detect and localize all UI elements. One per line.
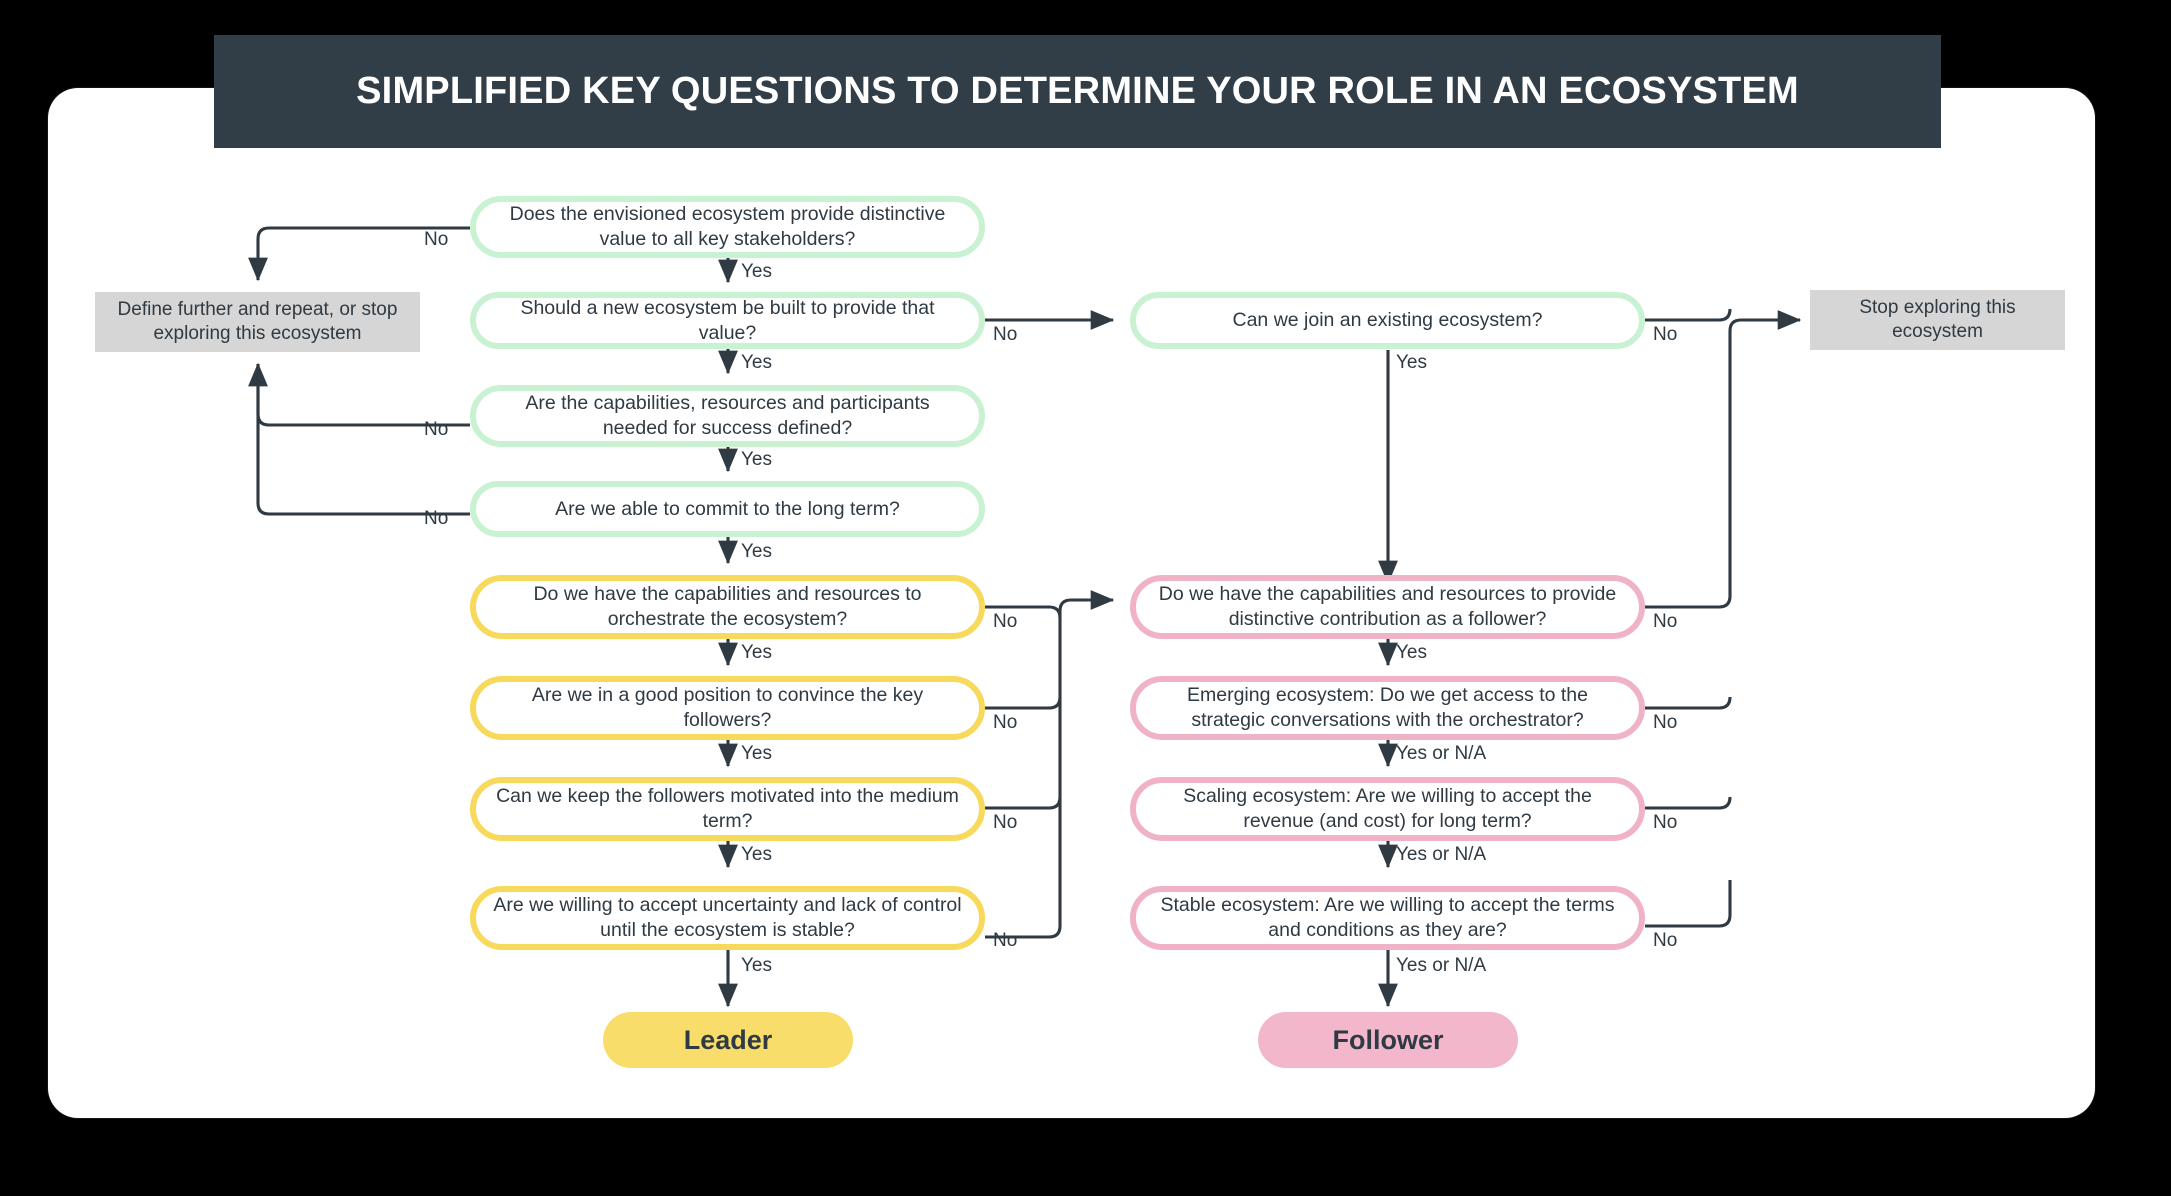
- node-r1[interactable]: Can we join an existing ecosystem?: [1130, 292, 1645, 349]
- node-q1[interactable]: Does the envisioned ecosystem provide di…: [470, 196, 985, 258]
- yellow-no-bus: [985, 605, 1062, 939]
- node-label: Scaling ecosystem: Are we willing to acc…: [1183, 785, 1592, 832]
- node-r2[interactable]: Do we have the capabilities and resource…: [1130, 575, 1645, 639]
- edge-r4-no: [1645, 796, 1732, 810]
- edge-label-q6-no: No: [993, 712, 1018, 733]
- node-label: Do we have the capabilities and resource…: [1158, 583, 1617, 630]
- node-label: Should a new ecosystem be built to provi…: [520, 296, 935, 344]
- edge-label-q7-yes: Yes: [741, 844, 772, 865]
- edge-label-q1-yes: Yes: [741, 261, 772, 282]
- node-follower[interactable]: Follower: [1258, 1012, 1518, 1068]
- edge-label-q4-no: No: [424, 508, 449, 529]
- node-label: Follower: [1332, 1024, 1444, 1055]
- edge-q1-no: [248, 226, 470, 282]
- edge-r5-no: [1645, 880, 1732, 928]
- node-label: Are we in a good position to convince th…: [531, 684, 924, 731]
- node-r3[interactable]: Emerging ecosystem: Do we get access to …: [1130, 676, 1645, 740]
- content-card: [48, 88, 2095, 1118]
- node-label: Stable ecosystem: Are we willing to acce…: [1160, 894, 1615, 941]
- edge-label-q8-yes: Yes: [741, 955, 772, 976]
- edge-q6-no: [985, 696, 1062, 710]
- edge-label-r2-no: No: [1653, 611, 1678, 632]
- pink-no-bus: [1645, 310, 1802, 609]
- edge-label-q3-no: No: [424, 419, 449, 440]
- node-q6[interactable]: Are we in a good position to convince th…: [470, 676, 985, 740]
- node-stop-exploring[interactable]: Stop exploring this ecosystem: [1810, 290, 2065, 350]
- edge-label-r4-no: No: [1653, 812, 1678, 833]
- edge-label-r3-yes: Yes or N/A: [1396, 743, 1487, 764]
- node-label: Can we join an existing ecosystem?: [1232, 309, 1543, 332]
- edge-label-r4-yes: Yes or N/A: [1396, 844, 1487, 865]
- edge-label-r1-yes: Yes: [1396, 352, 1427, 373]
- edge-r3-no: [1645, 696, 1732, 710]
- node-label: Are we able to commit to the long term?: [555, 497, 900, 520]
- node-label: Are the capabilities, resources and part…: [525, 392, 930, 439]
- edge-label-r3-no: No: [1653, 712, 1678, 733]
- node-q4[interactable]: Are we able to commit to the long term?: [470, 481, 985, 537]
- edge-label-q5-no: No: [993, 611, 1018, 632]
- node-label: Are we willing to accept uncertainty and…: [493, 894, 962, 941]
- node-q2[interactable]: Should a new ecosystem be built to provi…: [470, 292, 985, 349]
- edge-label-q5-yes: Yes: [741, 642, 772, 663]
- edge-label-r1-no: No: [1653, 324, 1678, 345]
- node-label: Emerging ecosystem: Do we get access to …: [1186, 684, 1589, 731]
- edge-label-q1-no: No: [424, 229, 449, 250]
- edge-r1-no-stub: [1645, 308, 1732, 322]
- node-label: Leader: [683, 1024, 773, 1055]
- edge-label-q7-no: No: [993, 812, 1018, 833]
- node-leader[interactable]: Leader: [603, 1012, 853, 1068]
- edge-label-q3-yes: Yes: [741, 449, 772, 470]
- node-label: Define further and repeat, or stop explo…: [117, 298, 398, 344]
- node-q3[interactable]: Are the capabilities, resources and part…: [470, 385, 985, 447]
- node-label: Can we keep the followers motivated into…: [496, 785, 959, 832]
- edge-label-q6-yes: Yes: [741, 743, 772, 764]
- edge-label-r5-yes: Yes or N/A: [1396, 955, 1487, 976]
- node-r5[interactable]: Stable ecosystem: Are we willing to acce…: [1130, 886, 1645, 950]
- edge-label-q2-no: No: [993, 324, 1018, 345]
- edge-q3-no: [248, 362, 470, 427]
- title-banner: SIMPLIFIED KEY QUESTIONS TO DETERMINE YO…: [214, 35, 1941, 148]
- edge-q4-no: [256, 364, 470, 516]
- edge-label-q8-no: No: [993, 930, 1018, 951]
- page-title: SIMPLIFIED KEY QUESTIONS TO DETERMINE YO…: [356, 69, 1799, 112]
- node-label: Do we have the capabilities and resource…: [533, 583, 922, 630]
- node-label: Does the envisioned ecosystem provide di…: [509, 203, 946, 250]
- edge-label-r5-no: No: [1653, 930, 1678, 951]
- node-define-further[interactable]: Define further and repeat, or stop explo…: [95, 292, 420, 352]
- node-q7[interactable]: Can we keep the followers motivated into…: [470, 777, 985, 841]
- node-q5[interactable]: Do we have the capabilities and resource…: [470, 575, 985, 639]
- yellow-bus-to-r2: [1058, 590, 1115, 618]
- edge-label-q4-yes: Yes: [741, 541, 772, 562]
- edge-label-q2-yes: Yes: [741, 352, 772, 373]
- edge-q7-no: [985, 796, 1062, 810]
- node-q8[interactable]: Are we willing to accept uncertainty and…: [470, 886, 985, 950]
- node-label: Stop exploring this ecosystem: [1859, 296, 2016, 342]
- node-r4[interactable]: Scaling ecosystem: Are we willing to acc…: [1130, 777, 1645, 841]
- edge-label-r2-yes: Yes: [1396, 642, 1427, 663]
